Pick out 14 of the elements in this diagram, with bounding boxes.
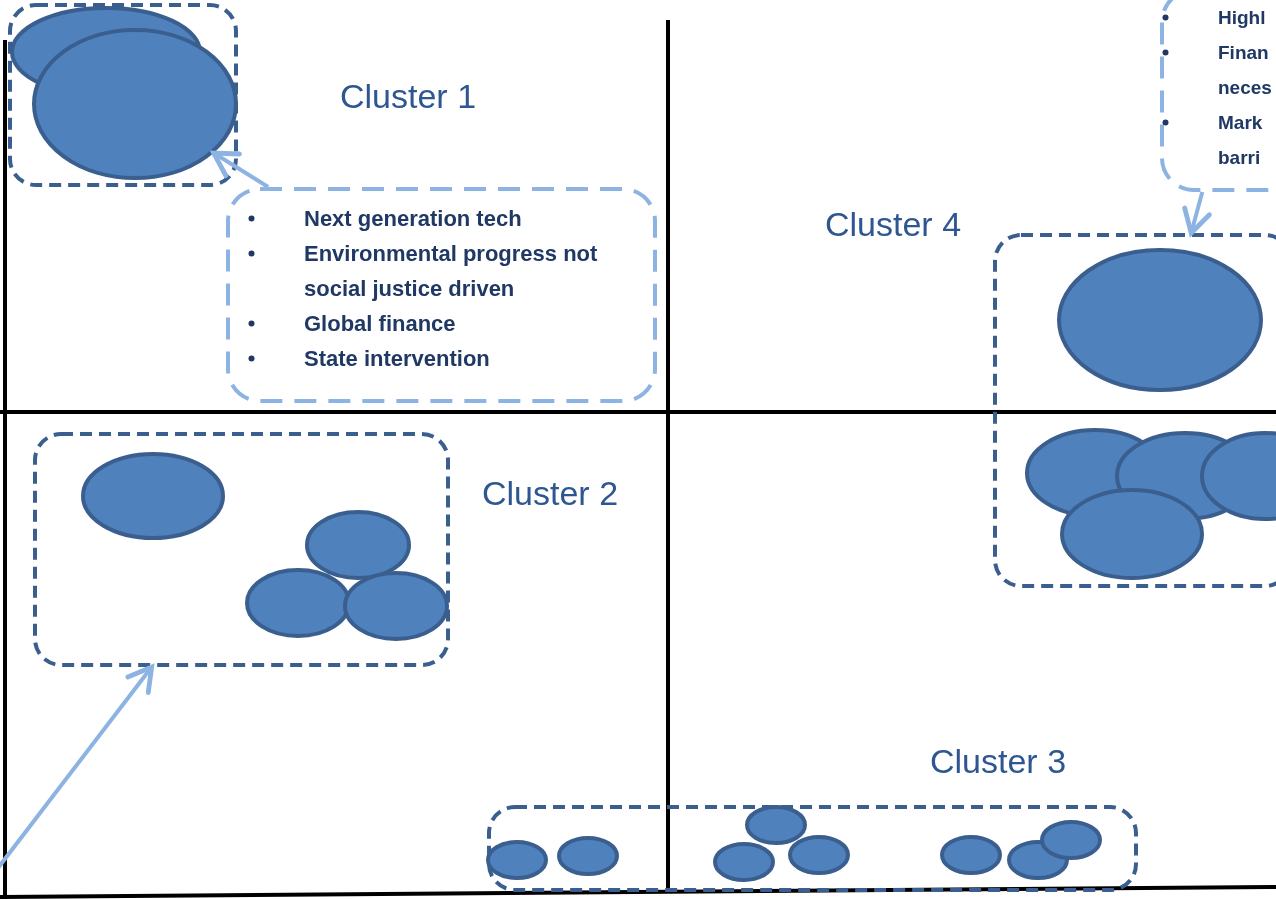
bullet-text: Next generation tech xyxy=(304,205,522,233)
cluster-label: Cluster 1 xyxy=(340,76,477,116)
arrow xyxy=(1182,191,1212,236)
cluster-label: Cluster 2 xyxy=(482,473,619,513)
arrow xyxy=(0,664,155,870)
bullet-text: Highl xyxy=(1218,6,1267,30)
bullet-text: Environmental progress not social justice driven xyxy=(304,240,599,303)
bullet-text: State intervention xyxy=(304,345,490,373)
cluster-label: Cluster 4 xyxy=(825,204,962,244)
bullet-text: Global finance xyxy=(304,310,456,338)
bullet-text: Mark barri xyxy=(1218,111,1264,170)
bullet-text: Finan neces xyxy=(1218,41,1273,100)
cluster-label: Cluster 3 xyxy=(930,741,1067,781)
arrow xyxy=(211,150,270,189)
